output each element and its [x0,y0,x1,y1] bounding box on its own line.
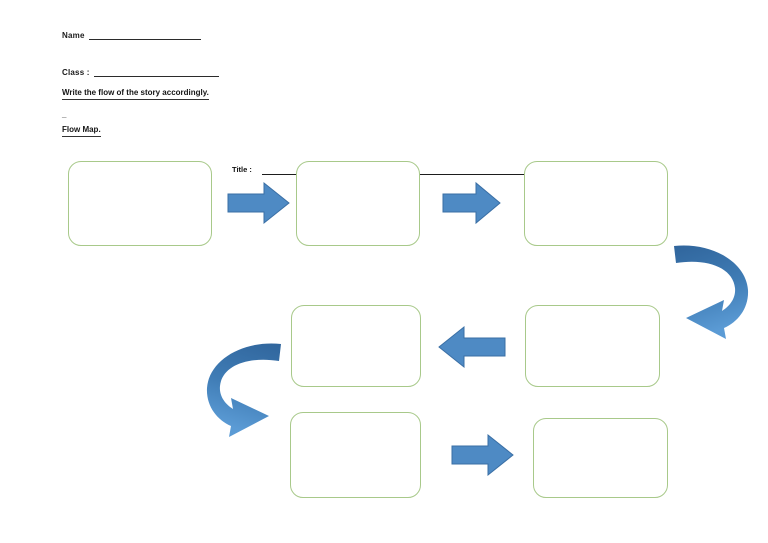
name-field-row: Name [62,31,201,41]
title-label: Title : [232,165,252,174]
name-field-label: Name [62,31,85,40]
section-label-flow-map: Flow Map. [62,125,101,137]
arrow-right-3 [451,433,514,477]
flow-box-4[interactable] [291,305,421,387]
arrow-right-1 [227,181,290,225]
name-field-input[interactable] [88,38,201,40]
class-field-row: Class : [62,68,219,78]
flow-box-3[interactable] [524,161,668,246]
instruction-text: Write the flow of the story accordingly. [62,88,209,100]
flow-box-7[interactable] [533,418,668,498]
flow-box-6[interactable] [290,412,421,498]
curve-down-right [668,238,768,343]
arrow-right-2 [442,181,501,225]
class-field-label: Class : [62,68,90,77]
arrow-left-1 [438,325,506,369]
flow-box-2[interactable] [296,161,420,246]
curve-down-left [202,338,302,437]
flow-box-5[interactable] [525,305,660,387]
flow-box-1[interactable] [68,161,212,246]
separator-dash: _ [62,110,67,119]
class-field-input[interactable] [93,75,219,77]
